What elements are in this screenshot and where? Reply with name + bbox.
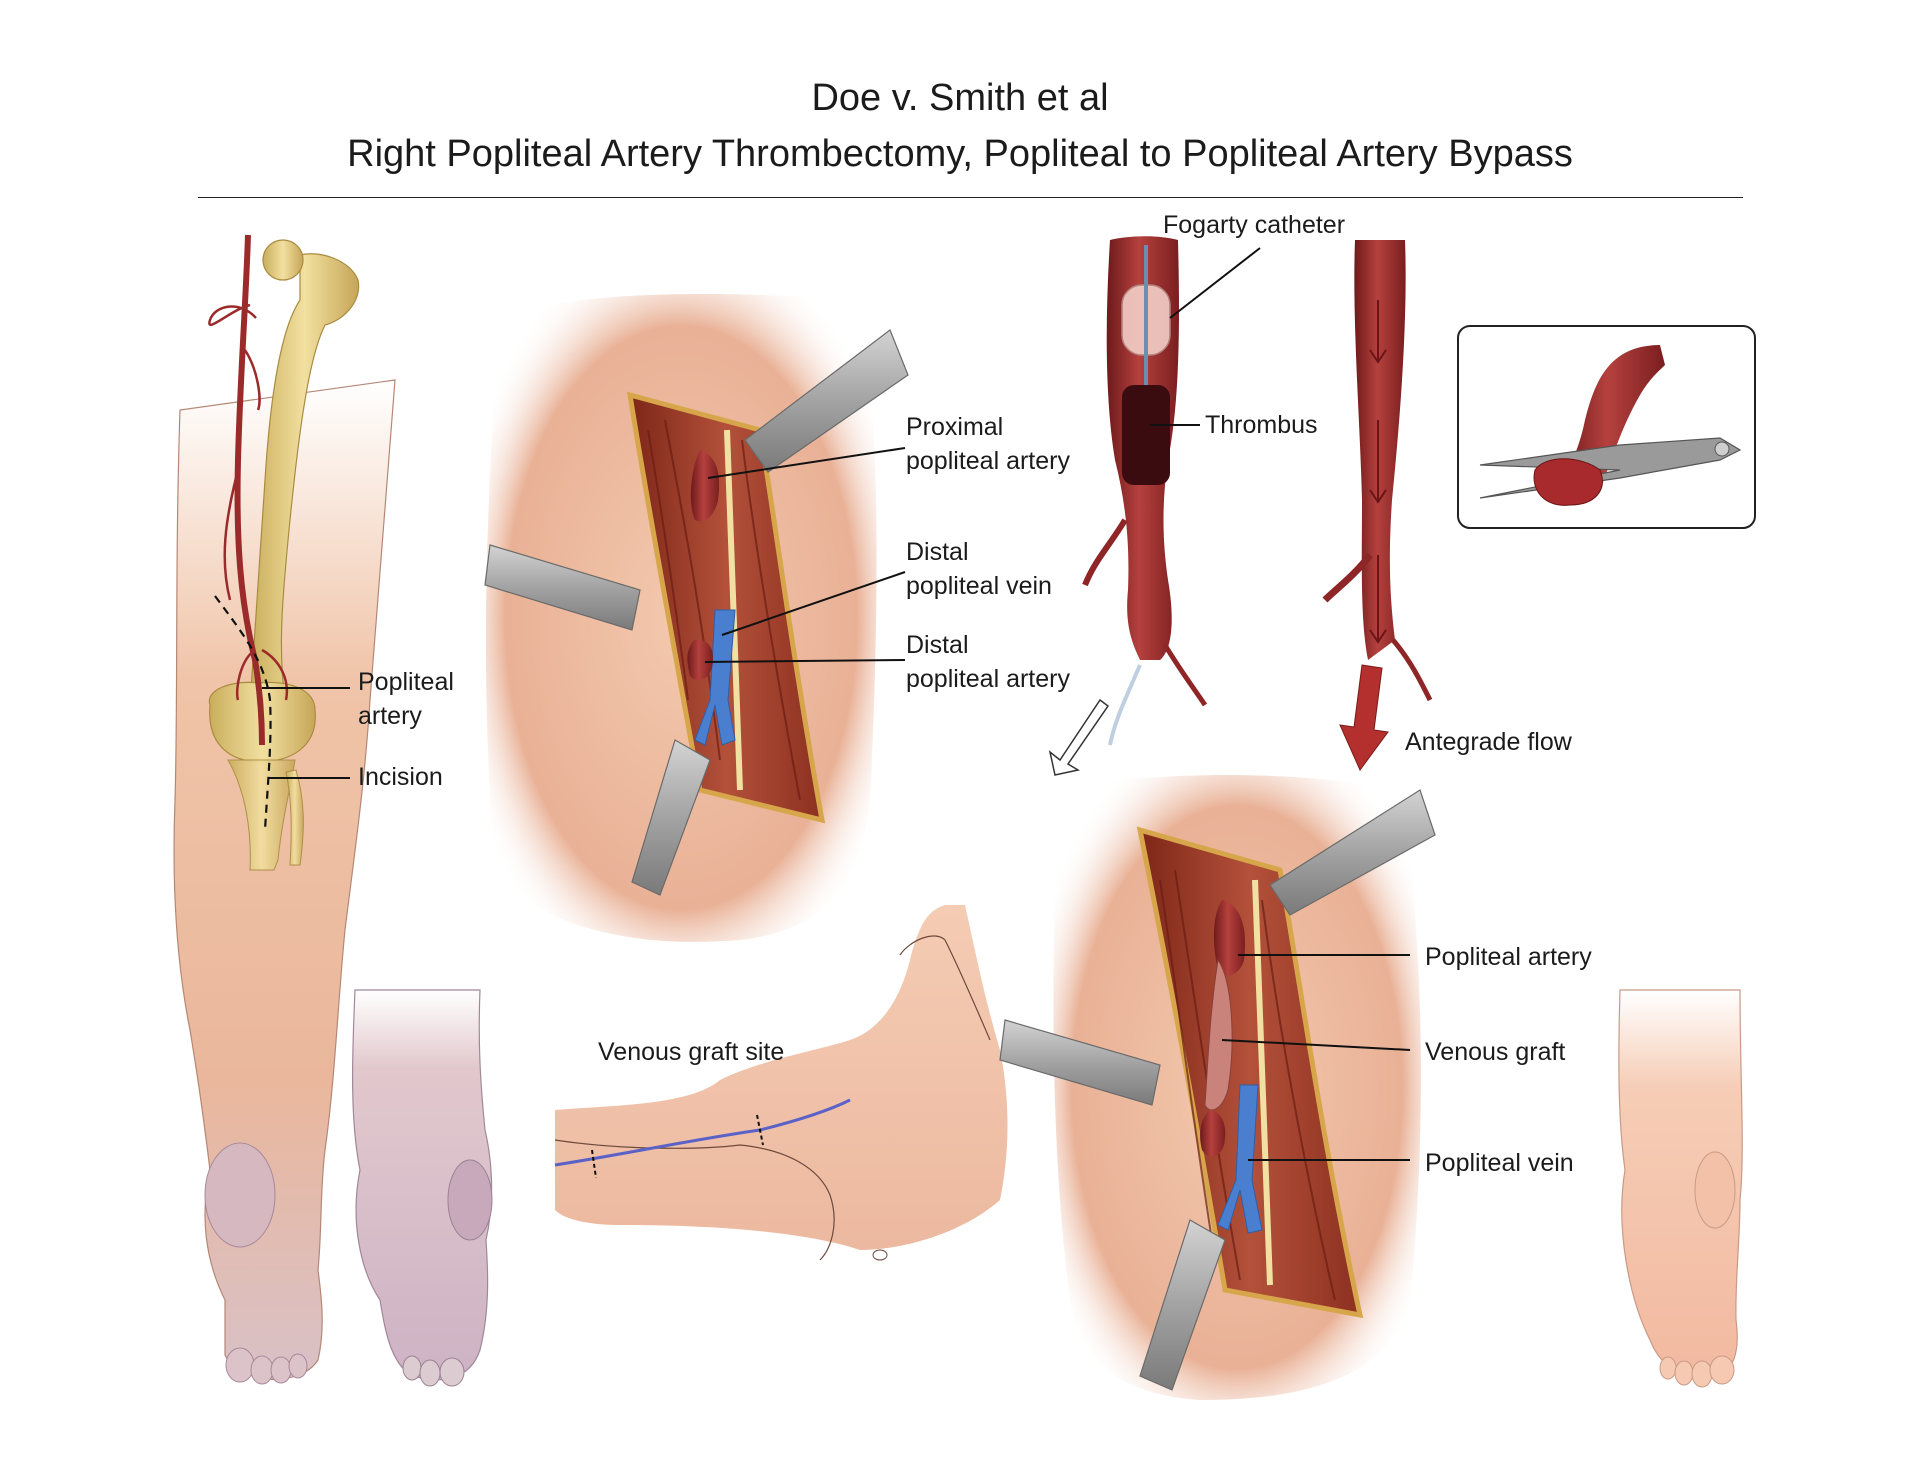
leader-proximal-popliteal-artery bbox=[707, 447, 906, 479]
label-distal-popliteal-vein: Distal popliteal vein bbox=[906, 538, 1052, 600]
label-fogarty-catheter: Fogarty catheter bbox=[1163, 211, 1346, 239]
antegrade-flow-arrow bbox=[1339, 664, 1389, 771]
venous-graft-site-panel bbox=[554, 905, 1008, 1261]
label-popliteal-vein: Popliteal vein bbox=[1425, 1149, 1574, 1177]
femoral-head bbox=[262, 239, 304, 281]
title-line-2: Right Popliteal Artery Thrombectomy, Pop… bbox=[347, 133, 1573, 175]
graft-cut-mark-1 bbox=[591, 1149, 597, 1179]
label-venous-graft-site: Venous graft site bbox=[598, 1038, 785, 1066]
label-proximal-popliteal-artery: Proximal popliteal artery bbox=[906, 413, 1070, 475]
flow-branch-left bbox=[1322, 552, 1373, 603]
inset-scissor-pivot bbox=[1714, 441, 1730, 457]
bypass-retractor-top bbox=[1269, 789, 1436, 916]
leader-fogarty-catheter bbox=[1169, 247, 1261, 319]
lower-leg-posterior bbox=[351, 989, 493, 1387]
arm-contour bbox=[554, 1139, 835, 1261]
bypass-venous-graft bbox=[1204, 958, 1233, 1111]
leg-outline bbox=[173, 379, 396, 1380]
distal-popliteal-vein-segment bbox=[694, 609, 736, 746]
retrograde-arrow bbox=[1048, 698, 1110, 776]
incision-line bbox=[214, 595, 272, 831]
neck-outline bbox=[899, 935, 991, 1041]
retractor-left bbox=[484, 544, 641, 631]
bypass-distal-artery bbox=[1200, 1110, 1226, 1157]
fibula bbox=[285, 769, 304, 866]
healthy-foot-panel bbox=[1618, 989, 1743, 1388]
label-incision: Incision bbox=[358, 763, 443, 791]
exposure-wound bbox=[626, 391, 826, 824]
flow-arrows bbox=[1369, 300, 1387, 644]
femur bbox=[249, 253, 360, 706]
retractor-bottom bbox=[631, 739, 711, 896]
bypass-retractor-left bbox=[999, 1019, 1161, 1106]
leader-bypass-venous-graft bbox=[1221, 1039, 1411, 1051]
flow-vessel bbox=[1354, 240, 1406, 660]
bypass-popliteal-artery bbox=[1213, 900, 1246, 976]
fogarty-panel bbox=[1048, 236, 1261, 776]
title-divider bbox=[198, 197, 1743, 198]
nipple bbox=[872, 1249, 888, 1261]
femoral-artery bbox=[234, 234, 265, 746]
distal-popliteal-artery-segment bbox=[687, 639, 714, 681]
leader-distal-popliteal-artery bbox=[704, 659, 906, 663]
bypass-popliteal-vein bbox=[1217, 1084, 1263, 1234]
antegrade-flow-panel bbox=[1322, 240, 1433, 771]
torso-arm bbox=[555, 905, 1008, 1250]
bypass-retractor-bottom bbox=[1139, 1219, 1226, 1391]
leg-anatomy-panel bbox=[173, 234, 396, 1385]
medial-malleolus bbox=[204, 1142, 276, 1248]
label-venous-graft: Venous graft bbox=[1425, 1038, 1566, 1066]
label-antegrade-flow: Antegrade flow bbox=[1405, 728, 1572, 756]
label-bypass-popliteal-artery: Popliteal artery bbox=[1425, 943, 1592, 971]
leader-distal-popliteal-vein bbox=[721, 571, 906, 636]
proximal-popliteal-artery-segment bbox=[690, 450, 720, 522]
scissors-inset bbox=[1457, 325, 1756, 529]
ankle-bone bbox=[1694, 1151, 1736, 1229]
bypass-wound bbox=[1136, 826, 1364, 1319]
flow-branch-right bbox=[1391, 638, 1433, 702]
vessel-branch-right bbox=[1162, 643, 1208, 707]
label-popliteal-artery-leg: Popliteal artery bbox=[358, 668, 454, 730]
arterial-branches bbox=[208, 303, 289, 701]
graft-vein-line bbox=[554, 1098, 851, 1167]
healthy-toes bbox=[1659, 1355, 1735, 1388]
graft-cut-mark-2 bbox=[756, 1114, 764, 1146]
inset-clot bbox=[1533, 458, 1603, 506]
surgical-exposure-panel bbox=[484, 294, 909, 942]
figure-title: Doe v. Smith et al Right Popliteal Arter… bbox=[0, 70, 1920, 182]
bypass-exposure-panel bbox=[999, 775, 1436, 1400]
bypass-nerve bbox=[1252, 879, 1273, 1286]
label-distal-popliteal-artery: Distal popliteal artery bbox=[906, 631, 1070, 693]
toes bbox=[225, 1347, 308, 1385]
thrombus-clot bbox=[1122, 385, 1170, 485]
label-thrombus: Thrombus bbox=[1205, 411, 1318, 439]
vessel-branch-left bbox=[1082, 518, 1128, 587]
title-line-1: Doe v. Smith et al bbox=[811, 77, 1109, 119]
catheter-tail bbox=[1108, 664, 1142, 746]
retractor-top-right bbox=[744, 329, 909, 473]
